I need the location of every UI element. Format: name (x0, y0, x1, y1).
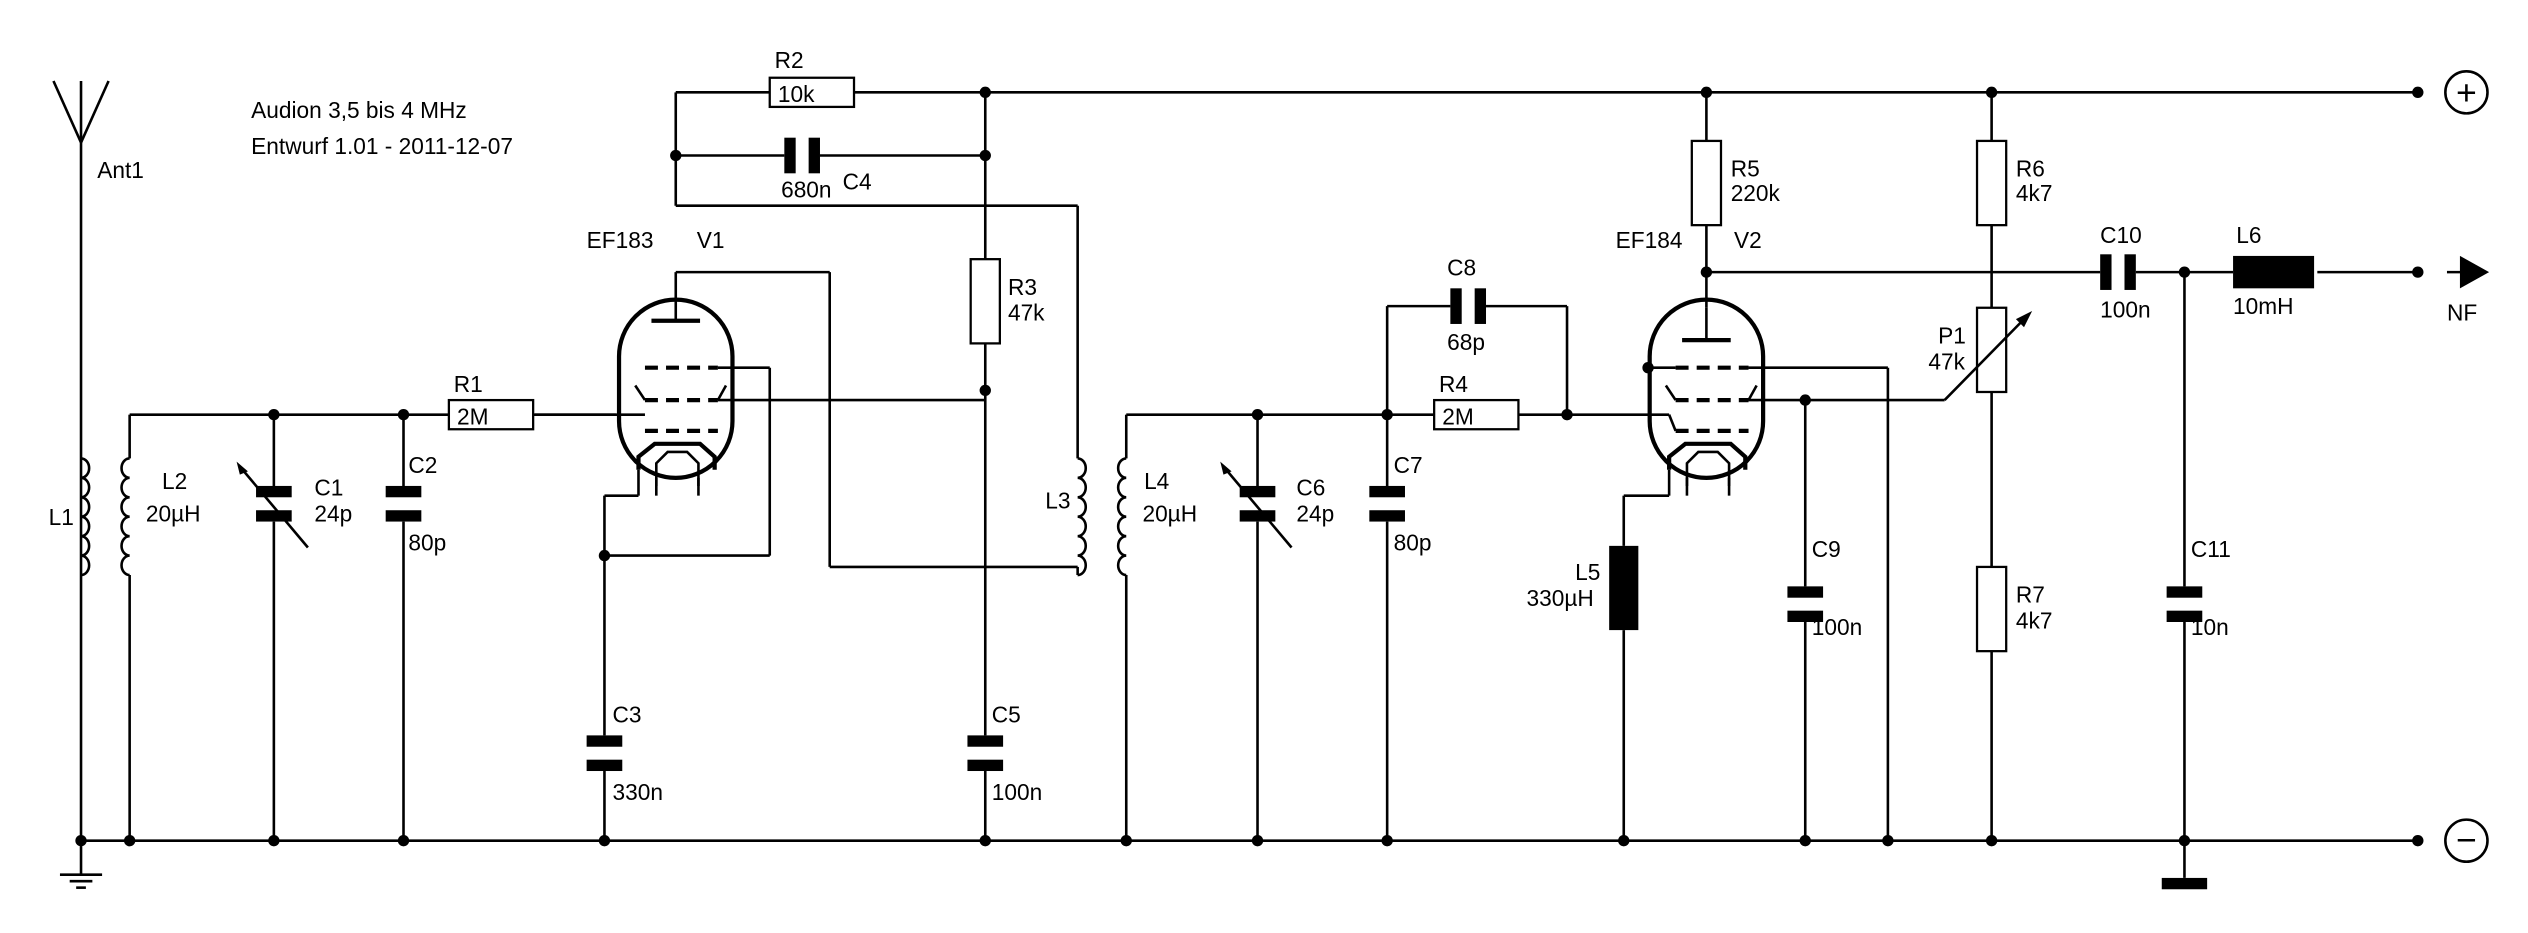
inductor-l3: L3 (1045, 457, 1088, 577)
c11-value: 10n (2191, 614, 2229, 640)
potentiometer-p1[interactable]: P1 47k (1928, 306, 2033, 567)
title-line-1: Audion 3,5 bis 4 MHz (251, 97, 467, 123)
c9-value: 100n (1812, 614, 1862, 640)
inductor-l6: L6 10mH (2233, 222, 2315, 319)
capacitor-c3: C3 330n (586, 701, 663, 841)
c10-value: 100n (2100, 296, 2150, 322)
resistor-r7: R7 4k7 (1975, 565, 2053, 841)
c4-ref: C4 (843, 169, 872, 195)
inductor-l5: L5 330µH (1527, 545, 1639, 841)
r2-value: 10k (778, 81, 815, 107)
r7-ref: R7 (2016, 582, 2045, 608)
c2-value: 80p (408, 530, 446, 556)
r3-ref: R3 (1008, 274, 1037, 300)
c9-ref: C9 (1812, 536, 1841, 562)
capacitor-c9: C9 100n (1787, 400, 1862, 841)
output-terminal[interactable]: NF (2317, 255, 2490, 326)
resistor-r3: R3 47k (969, 258, 1045, 736)
p1-ref: P1 (1938, 322, 1966, 348)
c4-value: 680n (781, 177, 831, 203)
capacitor-c6: C6 24p (1220, 408, 1334, 841)
negative-terminal[interactable]: − (2444, 818, 2489, 864)
capacitor-c1: C1 24p (236, 414, 352, 841)
v2-ref: V2 (1734, 227, 1762, 253)
title-line-2: Entwurf 1.01 - 2011-12-07 (251, 133, 513, 159)
c7-value: 80p (1394, 530, 1432, 556)
r1-value: 2M (457, 403, 489, 429)
r5-value: 220k (1731, 180, 1781, 206)
l3-label: L3 (1045, 488, 1070, 514)
capacitor-c4: 680n C4 (675, 137, 986, 203)
output-label: NF (2447, 300, 2477, 326)
tube-v1: EF183 V1 (534, 227, 1078, 736)
tube-v2: EF184 V2 (1616, 227, 1945, 841)
resistor-r1: R1 2M (447, 371, 535, 431)
inductor-l4: L4 20µH (1116, 414, 1197, 841)
negative-terminal-label: − (2456, 820, 2477, 860)
c8-value: 68p (1447, 329, 1485, 355)
l5-value: 330µH (1527, 585, 1594, 611)
resistor-r5: R5 220k (1690, 86, 1781, 308)
inductor-l2: L2 20µH (80, 414, 201, 841)
l4-ref: L4 (1144, 468, 1169, 494)
antenna-ant1: Ant1 (52, 80, 144, 841)
l6-value: 10mH (2233, 293, 2293, 319)
ant1-label: Ant1 (97, 157, 144, 183)
ground-icon (59, 840, 103, 889)
c2-ref: C2 (408, 452, 437, 478)
capacitor-c11: C11 10n (2161, 272, 2231, 890)
c7-ref: C7 (1394, 452, 1423, 478)
l6-ref: L6 (2236, 222, 2261, 248)
resistor-r6: R6 4k7 (1975, 92, 2053, 308)
r4-value: 2M (1442, 403, 1474, 429)
resistor-r2: R2 10k (768, 47, 856, 109)
v1-type: EF183 (587, 227, 654, 253)
r3-value: 47k (1008, 300, 1045, 326)
r5-ref: R5 (1731, 156, 1760, 182)
c6-ref: C6 (1296, 475, 1325, 501)
c6-value: 24p (1296, 501, 1334, 527)
r6-value: 4k7 (2016, 180, 2053, 206)
capacitor-c2: C2 80p (385, 414, 446, 841)
c5-ref: C5 (992, 701, 1021, 727)
positive-rail (675, 86, 2424, 98)
l5-ref: L5 (1575, 559, 1600, 585)
l1-label: L1 (49, 504, 74, 530)
v2-type: EF184 (1616, 227, 1683, 253)
c1-value: 24p (314, 501, 352, 527)
resistor-r4: R4 2M (1433, 371, 1670, 431)
positive-terminal[interactable]: + (2444, 69, 2489, 115)
r6-ref: R6 (2016, 156, 2045, 182)
l2-value: 20µH (146, 501, 201, 527)
c3-ref: C3 (613, 701, 642, 727)
negative-rail (81, 835, 2424, 847)
l2-ref: L2 (162, 468, 187, 494)
positive-terminal-label: + (2456, 72, 2477, 112)
capacitor-c5: C5 100n (967, 701, 1042, 841)
r2-ref: R2 (775, 47, 804, 73)
c10-ref: C10 (2100, 222, 2142, 248)
c1-ref: C1 (314, 475, 343, 501)
capacitor-c8: C8 68p (1385, 254, 1569, 415)
c11-ref: C11 (2191, 536, 2231, 562)
inductor-l1: L1 (49, 504, 74, 530)
p1-value: 47k (1928, 348, 1965, 374)
l4-value: 20µH (1142, 501, 1197, 527)
r4-ref: R4 (1439, 371, 1468, 397)
c8-ref: C8 (1447, 254, 1476, 280)
r1-ref: R1 (454, 371, 483, 397)
c5-value: 100n (992, 779, 1042, 805)
capacitor-c7: C7 80p (1369, 408, 1432, 841)
r7-value: 4k7 (2016, 607, 2053, 633)
ground-junctions (75, 408, 2191, 847)
output-arrow-icon (2459, 255, 2490, 289)
c3-value: 330n (613, 779, 663, 805)
capacitor-c10: C10 100n (2100, 222, 2234, 322)
v1-ref: V1 (697, 227, 725, 253)
